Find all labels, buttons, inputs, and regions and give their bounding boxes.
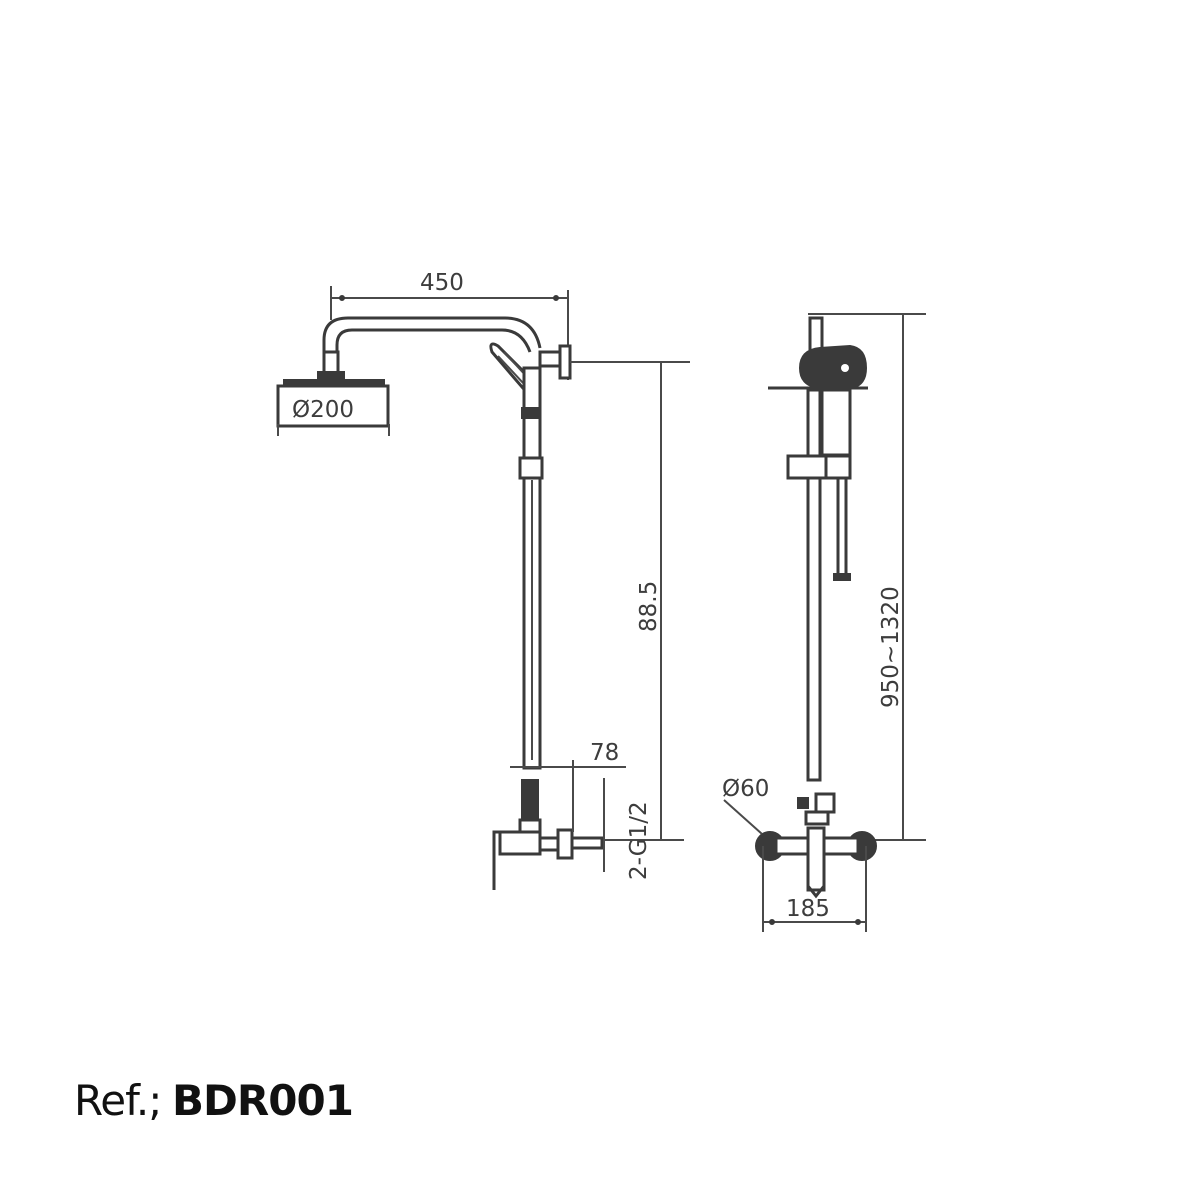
dim-label-450: 450 [420, 270, 464, 296]
front-view: 950~1320 [722, 313, 926, 932]
reference-label: Ref.; BDR001 [74, 1076, 354, 1125]
shower-arm [317, 316, 542, 379]
reference-code: BDR001 [172, 1076, 354, 1125]
dim-label-88-5: 88.5 [636, 581, 662, 632]
diverter-front [797, 792, 836, 826]
dim-label-78: 78 [590, 740, 619, 766]
diverter-side [518, 779, 542, 834]
riser-pipe-front [786, 388, 852, 782]
dimension-column-height: 88.5 [604, 362, 684, 841]
mixer-side [492, 828, 604, 890]
dim-label-185: 185 [786, 896, 830, 922]
dim-label-head-diameter: Ø200 [292, 397, 354, 423]
dimension-mixer-offset: 78 [510, 740, 626, 872]
reference-prefix: Ref.; [74, 1076, 162, 1125]
shower-head-side: Ø200 [276, 379, 390, 436]
wall-bracket-top [538, 344, 690, 380]
shower-head-front [768, 316, 868, 390]
dim-label-inlet-thread: 2-G1/2 [626, 801, 652, 880]
mixer-front: Ø60 [722, 776, 877, 899]
dimension-inlet-centers: 185 [762, 846, 867, 932]
riser-pipe-side [518, 366, 544, 770]
side-view: 450 Ø200 [276, 270, 690, 890]
dim-label-escutcheon: Ø60 [722, 776, 769, 802]
dim-label-height-range: 950~1320 [878, 586, 904, 708]
dimension-arm-length: 450 [330, 270, 569, 380]
